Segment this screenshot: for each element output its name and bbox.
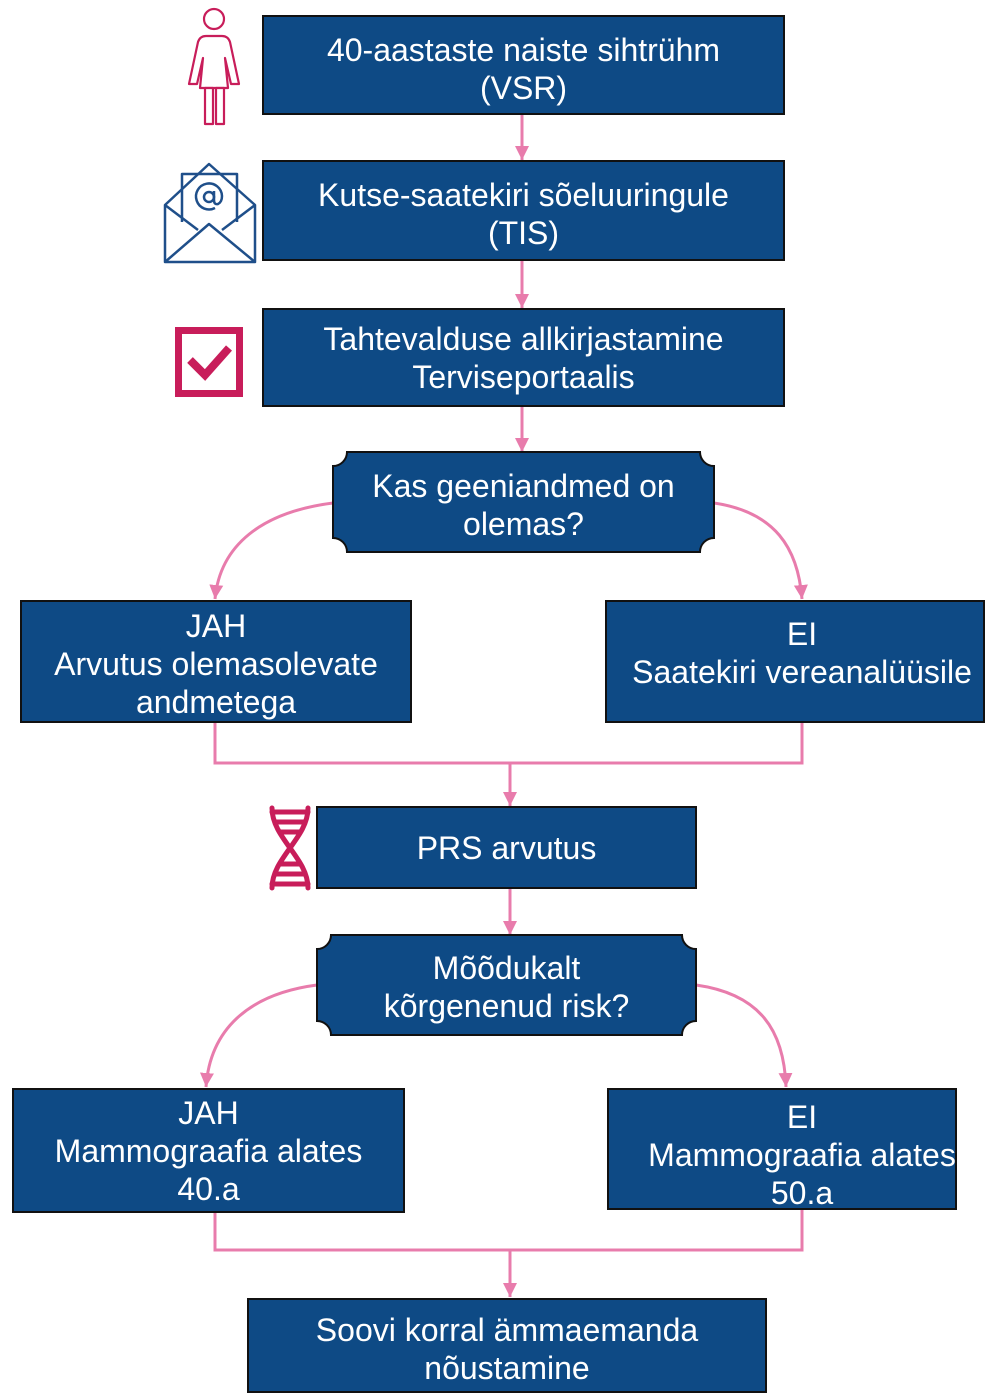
step-counseling-box: Soovi korral ämmaemanda nõustamine (247, 1298, 767, 1393)
step-invitation-line: (TIS) (487, 214, 560, 251)
genes-yes-line: JAH (185, 607, 247, 644)
woman-icon (187, 7, 241, 126)
step-consent-line: Tahtevalduse allkirjastamine (323, 320, 724, 357)
genes-yes-box: JAH Arvutus olemasolevate andmetega (20, 600, 412, 723)
step-counseling-line: nõustamine (424, 1349, 590, 1386)
arrow-decision-genes-to-yes (209, 501, 334, 600)
arrow-decision-genes-to-no (713, 501, 808, 600)
decision-risk-shape (316, 934, 697, 1036)
step-prs-line: PRS arvutus (416, 829, 597, 866)
step-invitation-box: Kutse-saatekiri sõeluuringule (TIS) (262, 160, 785, 261)
risk-yes-line: 40.a (177, 1170, 240, 1207)
step-invitation-line: Kutse-saatekiri sõeluuringule (318, 176, 729, 213)
arrow-decision-risk-to-no (695, 983, 793, 1088)
genes-yes-line: Arvutus olemasolevate (54, 645, 378, 682)
step-target-group-line: 40-aastaste naiste sihtrühm (326, 32, 721, 68)
arrow-decision-risk-to-yes (200, 983, 318, 1088)
dna-icon (269, 805, 311, 891)
merge-line-genes (213, 723, 804, 765)
decision-risk-line: kõrgenenud risk? (383, 988, 630, 1024)
step-target-group-box: 40-aastaste naiste sihtrühm (VSR) (262, 15, 785, 115)
risk-yes-line: JAH (178, 1094, 239, 1131)
step-counseling-line: Soovi korral ämmaemanda (315, 1311, 699, 1348)
step-consent-box: Tahtevalduse allkirjastamine Terviseport… (262, 308, 785, 407)
checkbox-checked-icon (175, 327, 243, 397)
decision-genes-line: olemas? (463, 506, 584, 542)
genes-no-box: EI Saatekiri vereanalüüsile (605, 600, 985, 723)
risk-no-box: EI Mammograafia alates 50.a (607, 1088, 957, 1211)
decision-genes-line: Kas geeniandmed on (372, 468, 675, 504)
risk-no-line: Mammograafia alates (648, 1137, 956, 1173)
genes-no-line: EI (786, 615, 818, 652)
envelope-at-icon (163, 162, 257, 264)
risk-yes-line: Mammograafia alates (54, 1132, 363, 1169)
decision-genes-label: Kas geeniandmed on olemas? (333, 452, 714, 552)
genes-yes-line: andmetega (135, 683, 297, 720)
decision-risk-label: Mõõdukalt kõrgenenud risk? (317, 935, 696, 1035)
risk-no-line: 50.a (770, 1175, 834, 1211)
risk-no-line: EI (786, 1099, 818, 1135)
decision-genes-shape (332, 451, 715, 553)
step-prs-box: PRS arvutus (316, 806, 697, 889)
genes-no-line: Saatekiri vereanalüüsile (632, 653, 972, 690)
risk-yes-box: JAH Mammograafia alates 40.a (12, 1088, 405, 1213)
decision-risk-line: Mõõdukalt (432, 950, 581, 986)
merge-line-risk (213, 1210, 804, 1252)
step-consent-line: Terviseportaalis (412, 358, 635, 395)
step-target-group-line: (VSR) (479, 70, 568, 106)
